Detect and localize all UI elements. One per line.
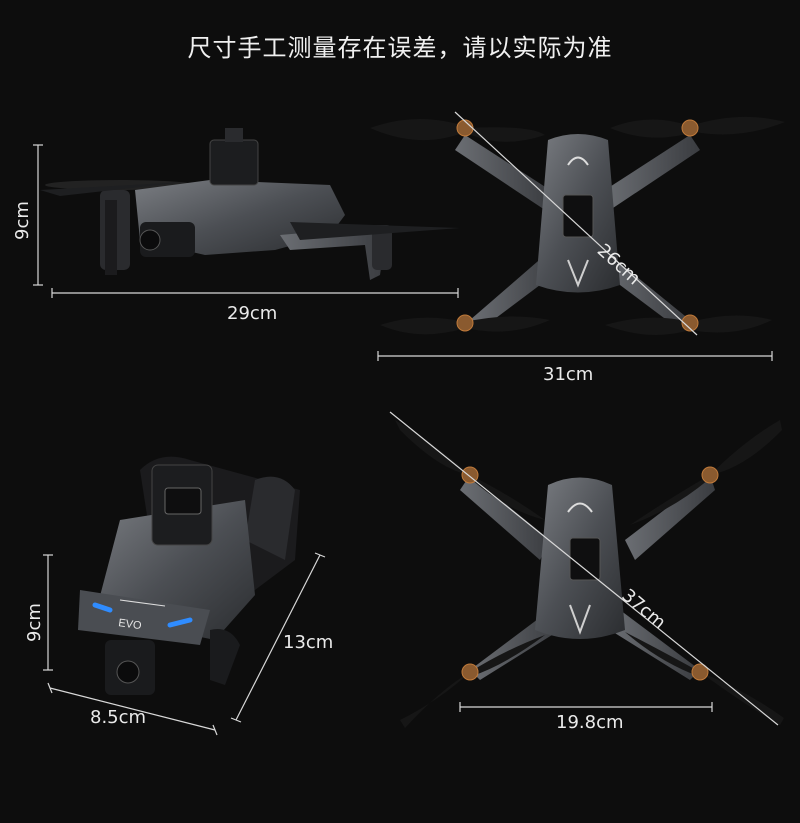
evo-badge: EVO: [118, 617, 143, 632]
top-folded-drone: [370, 116, 785, 335]
isometric-drone: [78, 456, 300, 695]
iso-depth-label: 13cm: [283, 632, 334, 653]
side-height-label: 9cm: [12, 201, 33, 240]
top-open-drone: [395, 420, 784, 728]
folded-dimension-lines: [377, 111, 773, 361]
open-width-label: 19.8cm: [556, 712, 624, 733]
iso-width-label: 8.5cm: [90, 707, 147, 728]
iso-height-label: 9cm: [24, 603, 45, 642]
iso-dimension-lines: [43, 552, 326, 736]
side-view-drone: [40, 128, 460, 280]
page-title: 尺寸手工测量存在误差，请以实际为准: [187, 34, 613, 62]
side-dimension-lines: [33, 144, 459, 298]
folded-width-label: 31cm: [543, 364, 594, 385]
open-dimension-lines: [389, 411, 779, 726]
side-length-label: 29cm: [227, 303, 278, 324]
